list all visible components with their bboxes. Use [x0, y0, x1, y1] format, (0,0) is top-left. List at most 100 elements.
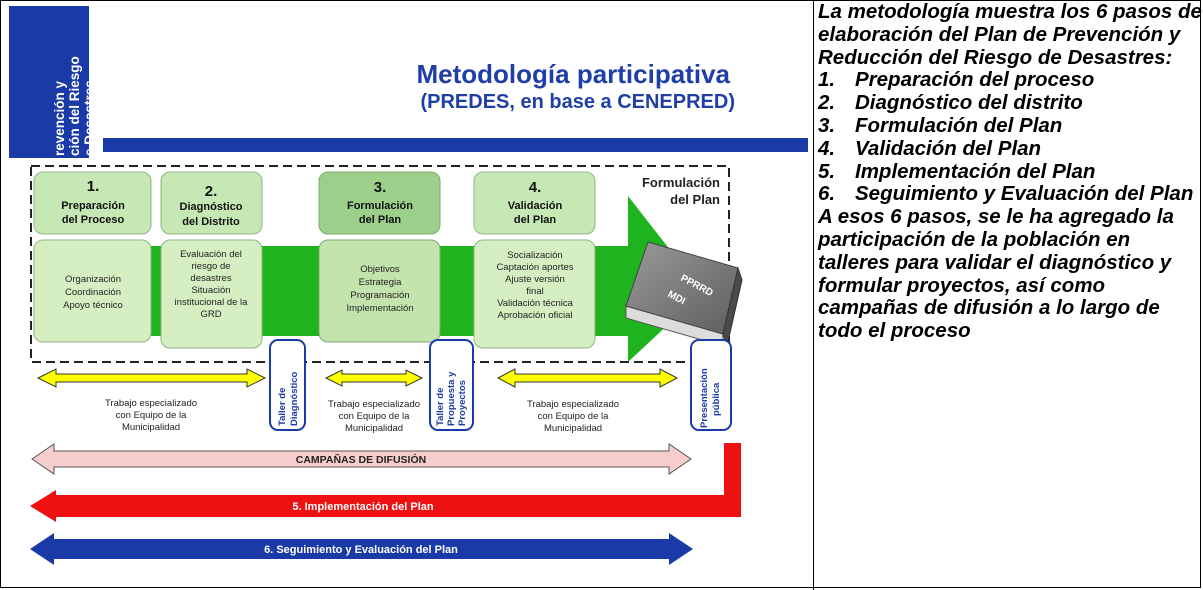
steps-list-item: 3. Formulación del Plan — [818, 113, 1202, 138]
step-text: Diagnóstico del distrito — [855, 91, 1083, 115]
description-intro: La metodología muestra los 6 pasos de el… — [818, 0, 1202, 69]
step-text: Formulación del Plan — [855, 113, 1063, 137]
step-4-number: 4. — [529, 179, 542, 196]
step-number: 4. — [818, 136, 836, 160]
step-3-body — [318, 239, 441, 343]
step-2-detail: institucional de la — [175, 297, 249, 308]
workshop-proposals-line-1: Taller de — [435, 388, 446, 426]
step-1-title-line-1: Preparación — [61, 200, 125, 212]
specialized-work-2-line-1: Trabajo especializado — [328, 399, 420, 410]
step-3-title-line-2: del Plan — [359, 214, 401, 226]
step-2-detail: Situación — [191, 285, 230, 296]
step-2-title-line-2: del Distrito — [182, 216, 240, 228]
step-4-detail: Aprobación oficial — [498, 310, 573, 321]
plan-book-icon: PPRRD MDI — [625, 241, 743, 348]
step-1-body — [33, 239, 152, 343]
steps-list: 1. Preparación del proceso 2. Diagnóstico … — [818, 69, 1202, 206]
sidebar-banner-line-2: ción del Riesgo — [67, 56, 82, 156]
diagram-canvas: revención y ción del Riesgo e Desastres … — [9, 6, 808, 565]
specialized-work-3-line-2: con Equipo de la — [538, 411, 609, 422]
step-4-detail: Validación técnica — [497, 298, 574, 309]
steps-list-item: 2. Diagnóstico del distrito — [818, 91, 1202, 115]
workshop-diagnostic-line-1: Taller de — [277, 388, 288, 426]
step-3-detail: Implementación — [346, 303, 413, 314]
campaigns-label: CAMPAÑAS DE DIFUSIÓN — [296, 453, 426, 466]
step-number: 1. — [818, 68, 836, 92]
description-panel: La metodología muestra los 6 pasos de el… — [818, 0, 1202, 343]
specialized-work-1-line-3: Municipalidad — [122, 422, 180, 433]
step-text: Implementación del Plan — [855, 159, 1096, 183]
column-divider — [813, 0, 814, 590]
implementation-arrow — [30, 490, 741, 522]
step-3-title-line-1: Formulación — [347, 200, 413, 212]
step-1-number: 1. — [87, 178, 100, 195]
step-2-detail: riesgo de — [191, 261, 230, 272]
step-2-header — [160, 171, 263, 235]
step-3-detail: Programación — [350, 290, 409, 301]
step-3-detail: Estrategia — [359, 277, 402, 288]
step-4-title-line-1: Validación — [508, 200, 563, 212]
specialized-work-3-line-1: Trabajo especializado — [527, 399, 619, 410]
step-4-detail: Socialización — [507, 250, 562, 261]
step-3-number: 3. — [374, 179, 387, 196]
step-2-detail: Evaluación del — [180, 249, 242, 260]
monitoring-arrow — [30, 533, 693, 565]
steps-list-item: 6. Seguimiento y Evaluación del Plan — [818, 183, 1202, 206]
formulation-label-line-1: Formulación — [642, 175, 720, 190]
step-number: 6. — [818, 182, 836, 206]
step-2-body — [160, 239, 263, 349]
step-4-title-line-2: del Plan — [514, 214, 556, 226]
step-1-detail: Apoyo técnico — [63, 300, 123, 311]
step-4-detail: Captación aportes — [496, 262, 573, 273]
step-3-header — [318, 171, 441, 235]
step-text: Validación del Plan — [855, 136, 1042, 160]
public-presentation — [690, 339, 732, 431]
step-1-detail: Coordinación — [65, 287, 121, 298]
sidebar-banner-line-1: revención y — [52, 80, 67, 156]
workshop-diagnostic-line-2: Diagnóstico — [289, 371, 300, 426]
methodology-diagram: revención y ción del Riesgo e Desastres … — [8, 6, 808, 590]
monitoring-label: 6. Seguimiento y Evaluación del Plan — [264, 544, 458, 556]
public-presentation-line-1: Presentación — [699, 368, 710, 428]
step-3-detail: Objetivos — [360, 264, 400, 275]
steps-list-item: 5. Implementación del Plan — [818, 159, 1202, 184]
implementation-connector — [724, 443, 741, 506]
step-1-detail: Organización — [65, 274, 121, 285]
steps-list-item: 1. Preparación del proceso — [818, 69, 1202, 92]
implementation-label: 5. Implementación del Plan — [292, 501, 433, 513]
workshop-proposals-line-3: Proyectos — [457, 380, 468, 426]
step-2-detail: desastres — [190, 273, 231, 284]
sidebar-banner-line-3: e Desastres — [82, 80, 97, 156]
steps-list-item: 4. Validación del Plan — [818, 136, 1202, 161]
specialized-work-1-line-1: Trabajo especializado — [105, 398, 197, 409]
step-4-detail: Ajuste versión — [505, 274, 565, 285]
step-text: Seguimiento y Evaluación del Plan — [855, 182, 1194, 206]
step-4-detail: final — [526, 286, 543, 297]
public-presentation-line-2: pública — [711, 382, 722, 416]
sidebar-banner — [9, 6, 89, 158]
description-closing: A esos 6 pasos, se le ha agregado la par… — [818, 205, 1174, 343]
step-text: Preparación del proceso — [855, 68, 1095, 92]
specialized-work-arrow-2 — [324, 369, 424, 387]
step-number: 5. — [818, 159, 836, 183]
diagram-subtitle: (PREDES, en base a CENEPRED) — [420, 91, 735, 113]
step-number: 3. — [818, 113, 836, 137]
specialized-work-2-line-2: con Equipo de la — [339, 411, 410, 422]
step-number: 2. — [818, 91, 836, 115]
workshop-diagnostic — [269, 339, 306, 431]
step-1-title-line-2: del Proceso — [62, 214, 125, 226]
specialized-work-arrow-1 — [36, 368, 267, 388]
specialized-work-3-line-3: Municipalidad — [544, 423, 602, 434]
formulation-label-line-2: del Plan — [670, 192, 720, 207]
specialized-work-1-line-2: con Equipo de la — [116, 410, 187, 421]
specialized-work-2-line-3: Municipalidad — [345, 423, 403, 434]
step-2-title-line-1: Diagnóstico — [180, 201, 243, 213]
title-underline-bar — [103, 138, 808, 152]
step-4-header — [473, 171, 596, 235]
step-2-detail: GRD — [200, 309, 221, 320]
workshop-proposals — [429, 339, 474, 431]
workshop-proposals-line-2: Propuesta y — [446, 371, 457, 426]
diagram-title: Metodología participativa — [417, 59, 731, 89]
campaigns-arrow — [31, 443, 692, 475]
